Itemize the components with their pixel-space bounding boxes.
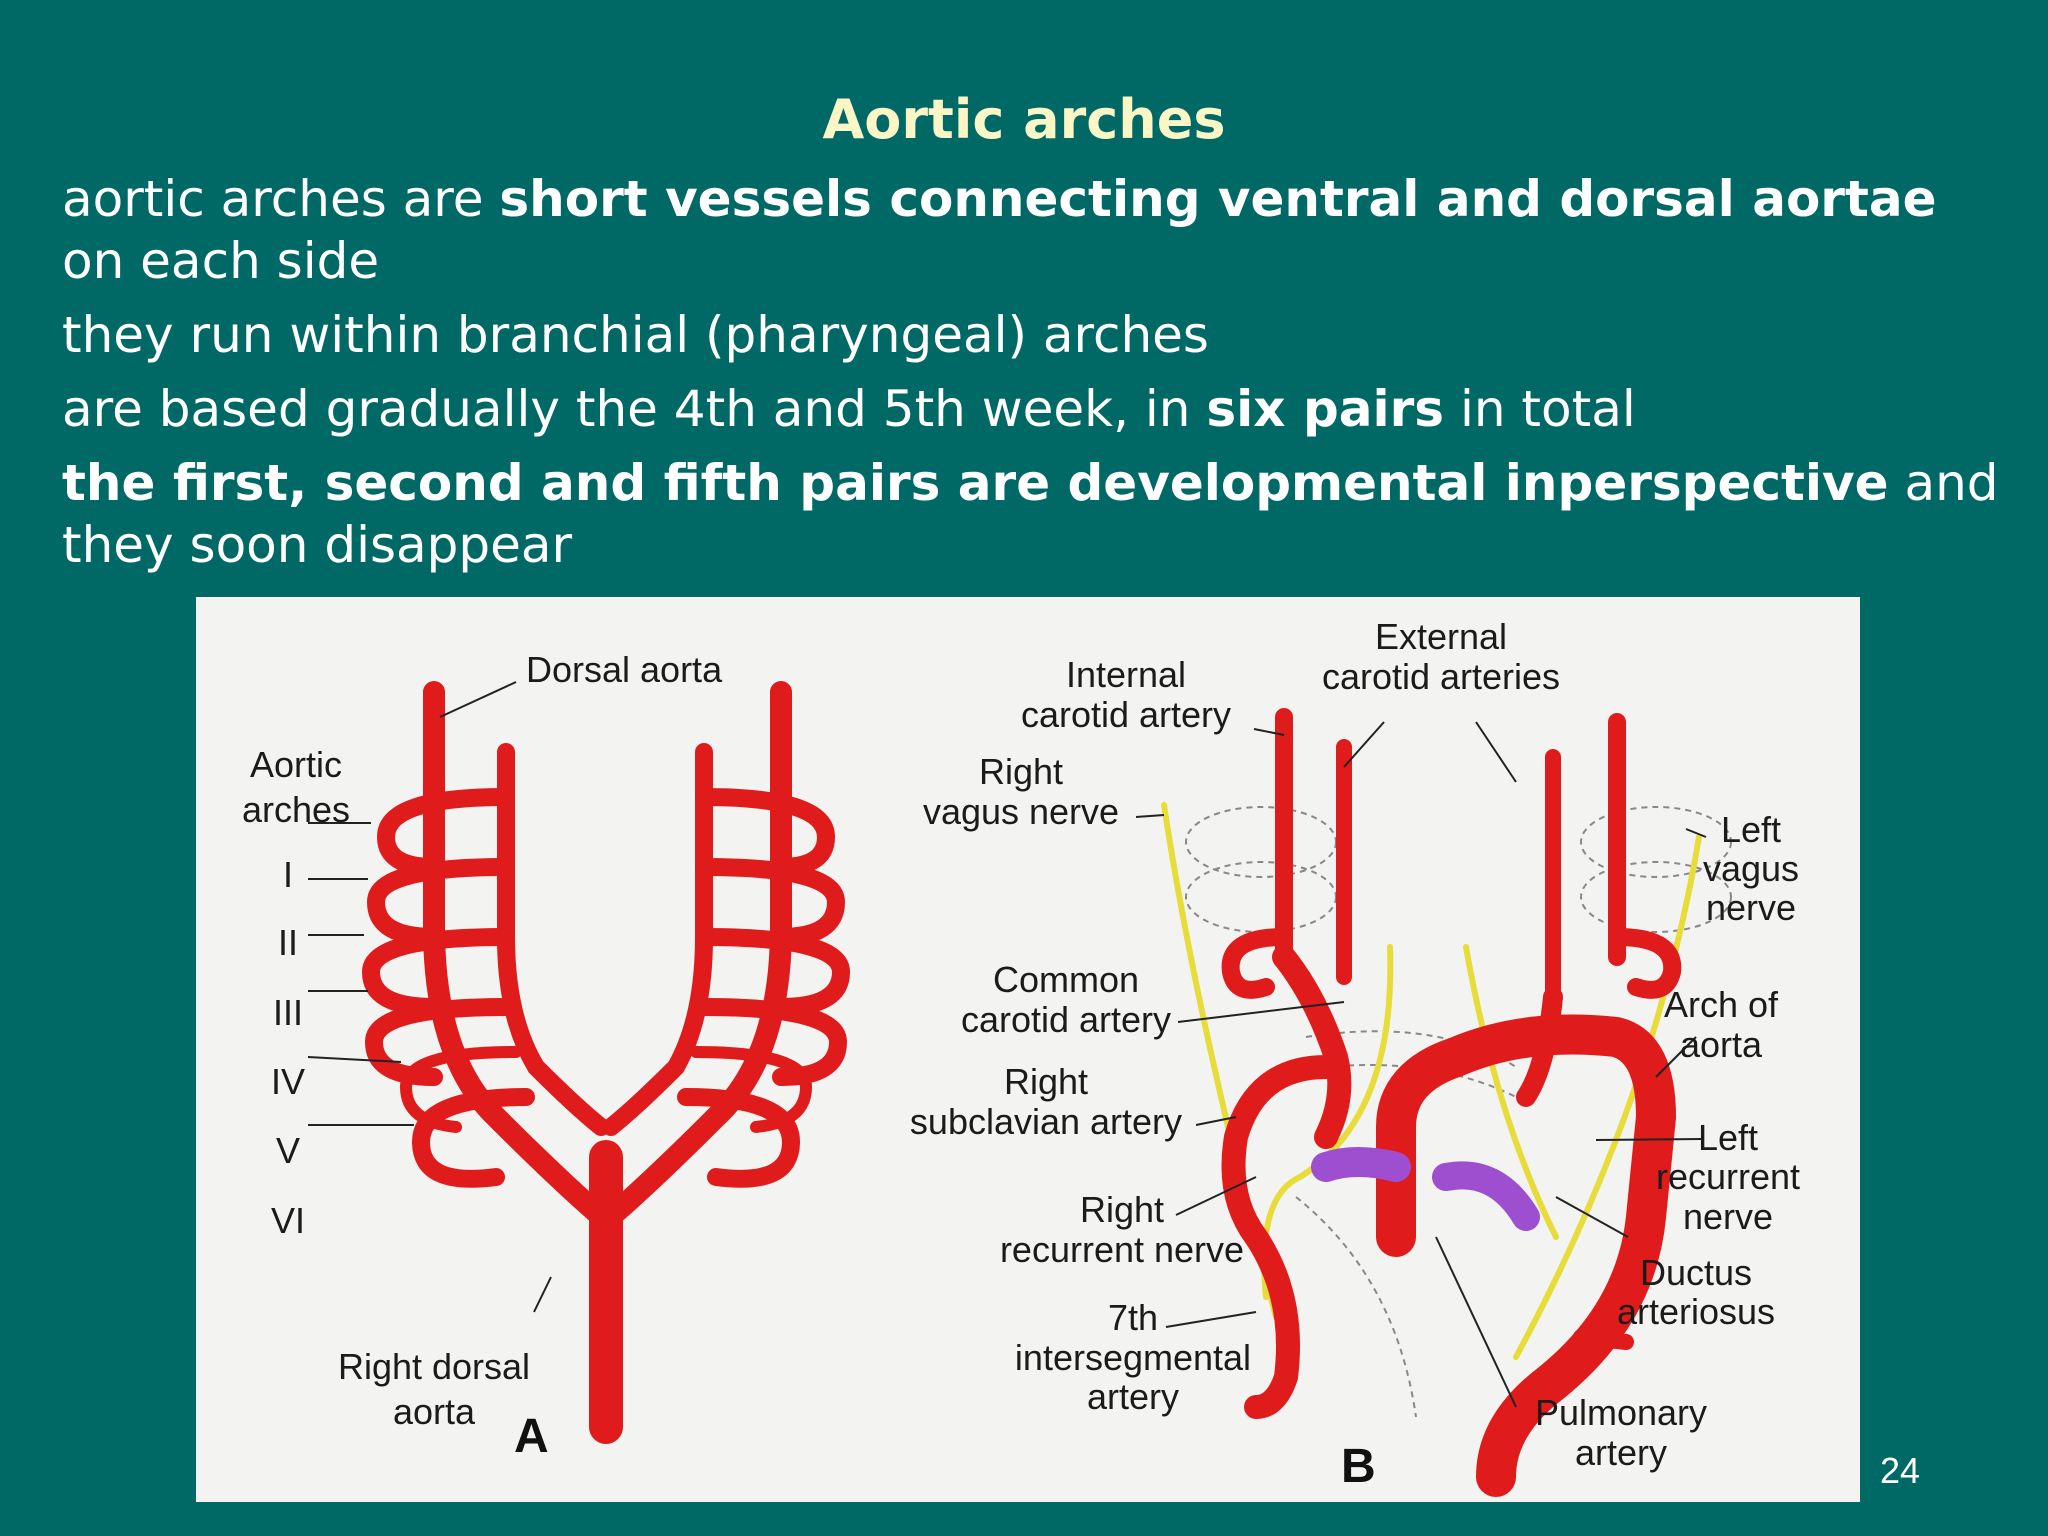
- page-number: 24: [1880, 1450, 1921, 1491]
- seventh-intersegmental-label: intersegmental: [1015, 1337, 1251, 1378]
- right-subclavian-label: Right: [1004, 1061, 1088, 1102]
- slide-title: Aortic arches: [822, 88, 1226, 151]
- left-vagus-label: nerve: [1706, 887, 1796, 928]
- left-recurrent-nerve-label: nerve: [1683, 1196, 1773, 1237]
- common-carotid-label: Common: [993, 959, 1139, 1000]
- bullet-text: they run within branchial (pharyngeal) a…: [62, 306, 1209, 364]
- right-recurrent-nerve-label: recurrent nerve: [1000, 1229, 1244, 1270]
- bullet-text: are based gradually the 4th and 5th week…: [62, 380, 1207, 438]
- bullet-text: in total: [1444, 380, 1636, 438]
- seventh-intersegmental-label: 7th: [1108, 1297, 1158, 1338]
- bullet-list: aortic arches are short vessels connecti…: [62, 168, 2012, 588]
- bullet-text: aortic arches are: [62, 170, 500, 228]
- bullet-item: aortic arches are short vessels connecti…: [62, 168, 2012, 292]
- panel-b-arteries: [1221, 708, 1682, 1497]
- bullet-item: the first, second and fifth pairs are de…: [62, 452, 2012, 576]
- seventh-intersegmental-label: artery: [1087, 1376, 1179, 1417]
- panel-b-pulmonary: [1311, 1147, 1540, 1231]
- left-vagus-label: vagus: [1703, 848, 1799, 889]
- aortic-arches-figure: Dorsal aorta Aortic arches I II III IV V…: [196, 597, 1860, 1502]
- bullet-bold-text: six pairs: [1206, 380, 1445, 438]
- pulmonary-artery-label: Pulmonary: [1535, 1392, 1707, 1433]
- ductus-arteriosus-label: Ductus: [1640, 1252, 1752, 1293]
- anatomy-illustration: Dorsal aorta Aortic arches I II III IV V…: [242, 616, 1800, 1497]
- aortic-arches-label: arches: [242, 789, 350, 830]
- arch-of-aorta-label: Arch of: [1664, 984, 1779, 1025]
- aortic-arches-label: Aortic: [250, 744, 342, 785]
- panel-b-letter: B: [1341, 1440, 1376, 1493]
- right-vagus-label: Right: [979, 751, 1063, 792]
- common-carotid-label: carotid artery: [961, 999, 1171, 1040]
- right-vagus-label: vagus nerve: [923, 791, 1119, 832]
- panel-a-vessels: [361, 681, 851, 1444]
- bullet-bold-text: short vessels connecting ventral and dor…: [499, 170, 1937, 228]
- internal-carotid-label: carotid artery: [1021, 694, 1231, 735]
- bullet-text: on each side: [62, 232, 380, 290]
- external-carotid-label: External: [1375, 616, 1507, 657]
- bullet-item: are based gradually the 4th and 5th week…: [62, 378, 2012, 440]
- right-dorsal-aorta-label: Right dorsal: [338, 1346, 530, 1387]
- panel-b-leader-lines: [1135, 721, 1707, 1408]
- dorsal-aorta-label: Dorsal aorta: [526, 649, 723, 690]
- bullet-bold-text: the first, second and fifth pairs are de…: [62, 454, 1889, 512]
- left-recurrent-nerve-label: recurrent: [1656, 1156, 1800, 1197]
- pulmonary-artery-label: artery: [1575, 1432, 1667, 1473]
- left-vagus-label: Left: [1721, 809, 1781, 850]
- arch-numeral-label: I: [283, 854, 293, 895]
- arch-numeral-label: IV: [271, 1061, 305, 1102]
- arch-numeral-label: III: [273, 992, 303, 1033]
- arch-numeral-label: II: [278, 922, 298, 963]
- arch-numeral-label: VI: [271, 1200, 305, 1241]
- right-subclavian-label: subclavian artery: [910, 1101, 1182, 1142]
- left-recurrent-nerve-label: Left: [1698, 1117, 1758, 1158]
- right-dorsal-aorta-label: aorta: [393, 1391, 476, 1432]
- arch-numeral-label: V: [276, 1130, 300, 1171]
- external-carotid-label: carotid arteries: [1322, 656, 1560, 697]
- bullet-text: and they soon disappear: [62, 454, 1999, 574]
- internal-carotid-label: Internal: [1066, 654, 1186, 695]
- panel-a-letter: A: [514, 1410, 549, 1463]
- ductus-arteriosus-label: arteriosus: [1617, 1291, 1775, 1332]
- arch-of-aorta-label: aorta: [1680, 1024, 1763, 1065]
- panel-a-leader-lines: [307, 681, 552, 1313]
- right-recurrent-nerve-label: Right: [1080, 1189, 1164, 1230]
- bullet-item: they run within branchial (pharyngeal) a…: [62, 304, 2012, 366]
